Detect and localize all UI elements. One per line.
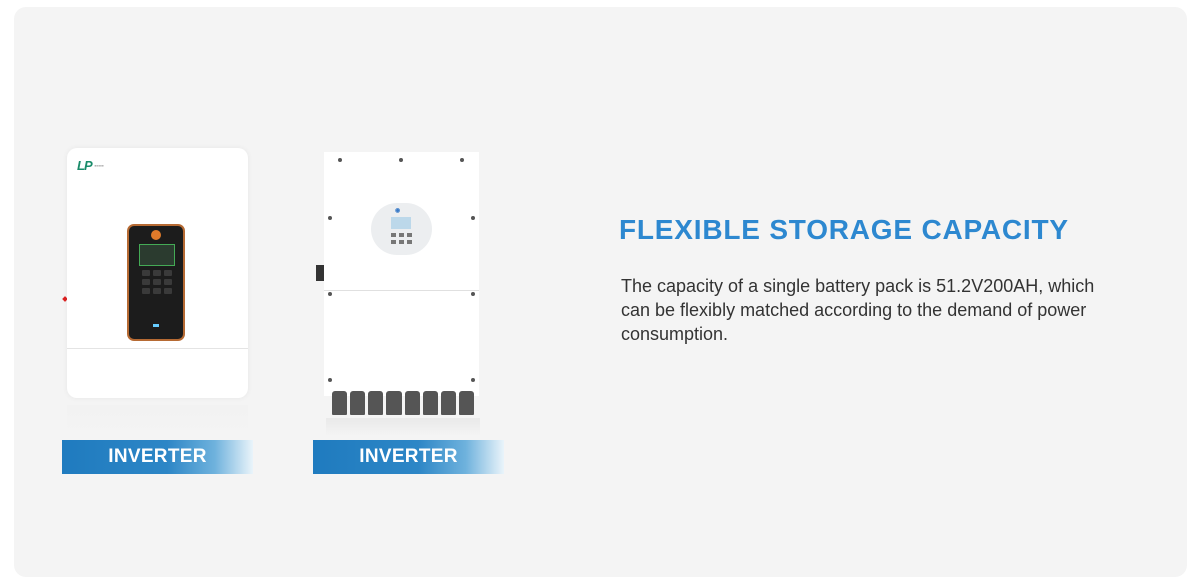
- inverter-buttons: [142, 270, 172, 294]
- section-description: The capacity of a single battery pack is…: [621, 276, 1095, 344]
- inverter-divider: [67, 348, 248, 349]
- inverter-screen: [139, 244, 175, 266]
- inverter-image-1: LP▪▪▪▪▪: [67, 148, 248, 398]
- inverter-image-2: ◉: [316, 152, 479, 396]
- screw-icon: [328, 292, 332, 296]
- inverter-reflection: [326, 418, 480, 436]
- screw-icon: [338, 158, 342, 162]
- side-switch: [316, 265, 324, 281]
- screw-icon: [471, 292, 475, 296]
- inverter-display: ◉: [371, 203, 432, 255]
- screw-icon: [471, 216, 475, 220]
- inverter-control-panel: [127, 224, 185, 341]
- screw-icon: [328, 216, 332, 220]
- product-label-2: INVERTER: [313, 440, 504, 474]
- inverter-reflection: [67, 405, 248, 437]
- section-title: FLEXIBLE STORAGE CAPACITY: [619, 214, 1069, 245]
- inverter-buttons: [391, 233, 413, 244]
- inverter-screen: [391, 217, 411, 229]
- screw-icon: [328, 378, 332, 382]
- lightning-icon: [151, 230, 161, 240]
- product-label-1: INVERTER: [62, 440, 253, 474]
- inverter-seam: [324, 290, 479, 291]
- inverter-ports: [332, 391, 474, 415]
- screw-icon: [399, 158, 403, 162]
- screw-icon: [460, 158, 464, 162]
- brand-logo: ◉: [395, 208, 401, 214]
- status-led: [153, 324, 159, 327]
- screw-icon: [471, 378, 475, 382]
- brand-logo: LP▪▪▪▪▪: [77, 157, 105, 173]
